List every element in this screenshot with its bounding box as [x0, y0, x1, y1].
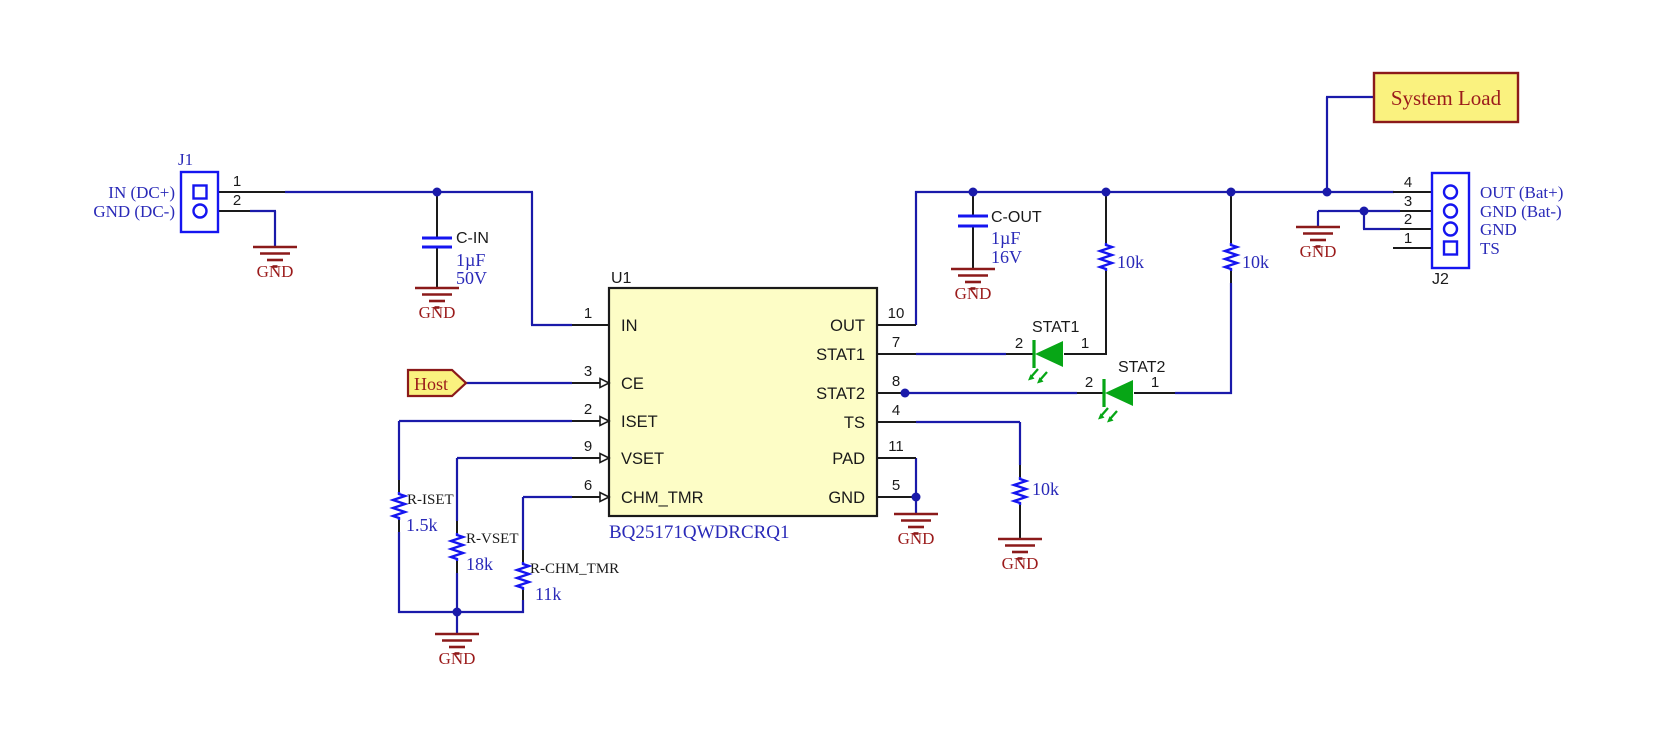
u1-pinnum-3: 3 — [584, 363, 592, 380]
r-pullup2-resistor: 10k — [1223, 241, 1269, 273]
gnd-label: GND — [439, 649, 476, 668]
stat2-pin1-number: 1 — [1151, 374, 1159, 391]
u1-pin-pad: PAD — [832, 450, 865, 468]
r-chm-tmr-value: 11k — [535, 584, 561, 604]
gnd-label: GND — [1300, 242, 1337, 261]
r-pullup2-value: 10k — [1242, 252, 1269, 272]
c-in-refdes: C-IN — [456, 230, 489, 247]
j2-pin3-pad — [1442, 203, 1459, 219]
stat2-led: STAT2 2 1 — [1085, 359, 1166, 425]
u1-pinnum-11: 11 — [888, 438, 904, 455]
gnd-symbols: GND GND GND GND GND GND GND — [251, 225, 1342, 668]
j2-pin2-number: 2 — [1404, 211, 1412, 228]
j1-pin2-pad — [192, 203, 208, 219]
stat2-label: STAT2 — [1118, 359, 1166, 376]
c-out-refdes: C-OUT — [991, 209, 1042, 226]
u1-pinnum-8: 8 — [892, 373, 900, 390]
j2-pin1-number: 1 — [1404, 230, 1412, 247]
ce-input-arrow-icon — [599, 377, 610, 389]
j2-pin1-netlabel: TS — [1480, 239, 1500, 258]
wires-black — [207, 191, 1443, 600]
u1-pin-out: OUT — [830, 317, 865, 335]
r-ts-resistor: 10k — [1012, 475, 1059, 507]
c-out-value: 1µF — [991, 228, 1020, 248]
gnd-label: GND — [898, 529, 935, 548]
r-vset-refdes: R-VSET — [466, 531, 519, 547]
u1-pin-ce: CE — [621, 375, 644, 393]
c-out-capacitor: C-OUT 1µF 16V — [958, 209, 1042, 267]
gnd-label: GND — [419, 303, 456, 322]
j1-pin2-number: 2 — [233, 192, 241, 209]
stat1-label: STAT1 — [1032, 319, 1080, 336]
c-in-capacitor: C-IN 1µF 50V — [422, 230, 489, 288]
j2-pin3-netlabel: GND (Bat-) — [1480, 202, 1562, 221]
j2-pin2-netlabel: GND — [1480, 220, 1517, 239]
u1-pinnum-7: 7 — [892, 334, 900, 351]
vset-input-arrow-icon — [599, 452, 610, 464]
j1-pin2-netlabel: GND (DC-) — [93, 202, 175, 221]
u1-pinnum-1: 1 — [584, 305, 592, 322]
u1-ic: U1 BQ25171QWDRCRQ1 IN CE ISET VSET CHM_T… — [584, 270, 905, 543]
stat2-pin2-number: 2 — [1085, 374, 1093, 391]
u1-pin-in: IN — [621, 317, 638, 335]
u1-pin-ts: TS — [844, 414, 865, 432]
j2-pin1-pad — [1442, 240, 1459, 256]
r-pullup1-resistor: 10k — [1098, 241, 1144, 273]
stat1-pin1-number: 1 — [1081, 335, 1089, 352]
u1-partnumber: BQ25171QWDRCRQ1 — [609, 522, 790, 543]
u1-pinnum-9: 9 — [584, 438, 592, 455]
r-iset-refdes: R-ISET — [407, 492, 454, 508]
r-vset-resistor: R-VSET 18k — [449, 531, 519, 574]
j2-pin4-number: 4 — [1404, 174, 1412, 191]
j1-connector: J1 IN (DC+) GND (DC-) 1 2 — [93, 150, 241, 234]
gnd-label: GND — [257, 262, 294, 281]
c-out-voltage: 16V — [991, 247, 1022, 267]
u1-refdes: U1 — [611, 270, 632, 287]
stat1-pin2-number: 2 — [1015, 335, 1023, 352]
u1-pinnum-10: 10 — [888, 305, 905, 322]
r-vset-value: 18k — [466, 554, 493, 574]
host-flag-label: Host — [414, 374, 448, 394]
u1-pin-stat1: STAT1 — [816, 346, 865, 364]
u1-pinnum-2: 2 — [584, 401, 592, 418]
r-pullup1-value: 10k — [1117, 252, 1144, 272]
r-iset-value: 1.5k — [406, 515, 438, 535]
j2-connector: J2 4 3 2 1 OUT (Bat+) GND (Bat-) GND TS — [1404, 171, 1563, 288]
u1-pinnum-4: 4 — [892, 402, 900, 419]
r-chm-tmr-resistor: R-CHM_TMR 11k — [515, 560, 619, 604]
host-flag: Host — [406, 368, 468, 398]
j1-pin1-pad — [192, 184, 208, 200]
u1-pin-vset: VSET — [621, 450, 664, 468]
chm-tmr-input-arrow-icon — [599, 491, 610, 503]
j2-pin3-number: 3 — [1404, 193, 1412, 210]
system-load-label: System Load — [1391, 86, 1502, 110]
u1-pin-chm-tmr: CHM_TMR — [621, 489, 704, 507]
j2-pin4-netlabel: OUT (Bat+) — [1480, 183, 1563, 202]
u1-pin-stat2: STAT2 — [816, 385, 865, 403]
gnd-label: GND — [955, 284, 992, 303]
system-load-flag: System Load — [1372, 71, 1520, 124]
r-iset-resistor: R-ISET 1.5k — [391, 490, 454, 535]
j1-pin1-netlabel: IN (DC+) — [108, 183, 175, 202]
u1-pin-iset: ISET — [621, 413, 658, 431]
j1-pin1-number: 1 — [233, 173, 241, 190]
wires-blue — [250, 95, 1400, 634]
u1-pin-gnd: GND — [828, 489, 865, 507]
stat1-led: STAT1 2 1 — [1015, 319, 1089, 386]
gnd-label: GND — [1002, 554, 1039, 573]
j2-refdes: J2 — [1432, 271, 1449, 288]
j2-pin2-pad — [1442, 221, 1459, 237]
j2-pin4-pad — [1442, 184, 1459, 200]
iset-input-arrow-icon — [599, 415, 610, 427]
c-in-value: 1µF — [456, 250, 485, 270]
j1-refdes: J1 — [178, 150, 193, 169]
c-in-voltage: 50V — [456, 268, 487, 288]
r-ts-value: 10k — [1032, 479, 1059, 499]
u1-pinnum-5: 5 — [892, 477, 900, 494]
r-chm-tmr-refdes: R-CHM_TMR — [530, 561, 619, 577]
u1-pinnum-6: 6 — [584, 477, 592, 494]
